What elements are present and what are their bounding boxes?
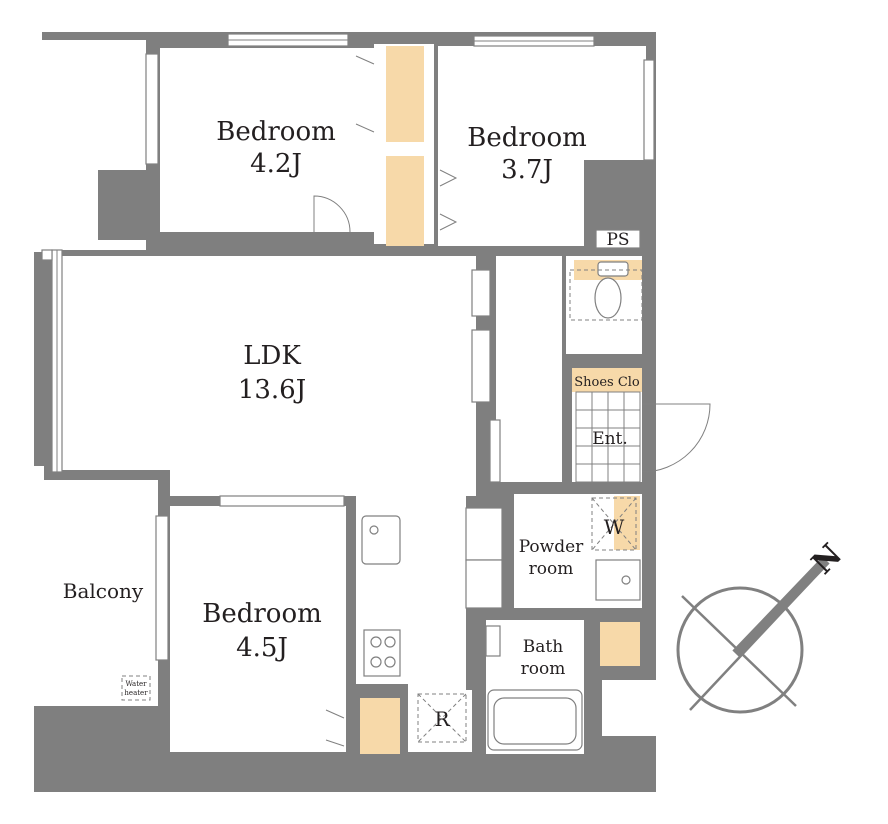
wall-block bbox=[34, 706, 170, 768]
wall-block bbox=[584, 736, 656, 792]
entrance-door-swing bbox=[641, 403, 711, 473]
ps-lower-area bbox=[602, 680, 656, 736]
bath-room-name-1: Bath bbox=[523, 637, 563, 657]
shower-fixture bbox=[485, 625, 501, 657]
bedroom-nw-area bbox=[160, 48, 374, 232]
closet bbox=[600, 622, 640, 666]
fridge-zone bbox=[417, 693, 467, 743]
window bbox=[643, 59, 655, 161]
water-heater bbox=[121, 675, 151, 701]
ldk-name: LDK bbox=[243, 341, 301, 371]
shoes-closet-label: Shoes Clo bbox=[574, 375, 640, 390]
storage bbox=[465, 507, 503, 561]
powder-sink bbox=[595, 559, 641, 601]
closet-door bbox=[325, 709, 345, 747]
door-swing bbox=[313, 195, 351, 233]
closet bbox=[360, 698, 400, 754]
partition bbox=[489, 419, 501, 483]
toilet-bowl bbox=[594, 277, 622, 319]
kitchen-sink bbox=[361, 515, 401, 565]
partition bbox=[471, 329, 491, 403]
compass bbox=[676, 556, 830, 714]
washer-label: W bbox=[604, 515, 625, 539]
storage bbox=[465, 559, 503, 609]
closet bbox=[386, 156, 424, 246]
window bbox=[219, 495, 345, 507]
entrance-tiles bbox=[575, 391, 641, 483]
toilet-tank bbox=[597, 261, 629, 277]
water-heater-label-1: Water bbox=[125, 680, 147, 688]
closet-door bbox=[439, 169, 458, 231]
balcony-area bbox=[44, 480, 158, 706]
balcony-name: Balcony bbox=[63, 579, 144, 603]
north-arrow bbox=[732, 556, 830, 658]
entrance-name: Ent. bbox=[592, 429, 628, 449]
bedroom-ne-window-area bbox=[610, 46, 646, 160]
closet-door bbox=[355, 55, 375, 133]
wall-block bbox=[98, 170, 160, 240]
window bbox=[145, 53, 159, 165]
window bbox=[155, 515, 169, 661]
water-heater-label-2: heater bbox=[124, 689, 148, 697]
ldk-size: 13.6J bbox=[238, 375, 306, 405]
bedroom-ne-name: Bedroom bbox=[467, 123, 587, 153]
stove bbox=[363, 629, 401, 677]
powder-room-name-1: Powder bbox=[519, 537, 584, 557]
ps-label: PS bbox=[606, 230, 629, 250]
fridge-label: R bbox=[434, 707, 450, 731]
bedroom-nw-name: Bedroom bbox=[216, 117, 336, 147]
bedroom-ne-size: 3.7J bbox=[501, 155, 553, 185]
balcony-edge bbox=[34, 466, 44, 706]
ps-box bbox=[595, 229, 641, 249]
powder-room-name-2: room bbox=[529, 559, 574, 579]
window bbox=[41, 249, 53, 261]
bedroom-ne-area bbox=[438, 46, 612, 246]
bedroom-nw-size: 4.2J bbox=[250, 149, 302, 179]
bath-room-name-2: room bbox=[521, 659, 566, 679]
bedroom-sw-name: Bedroom bbox=[202, 599, 322, 629]
balcony-north-edge bbox=[34, 32, 42, 252]
partition bbox=[471, 269, 491, 317]
hall-area bbox=[496, 256, 562, 482]
washer-zone bbox=[591, 497, 637, 551]
toilet-zone bbox=[569, 269, 643, 321]
ldk-area bbox=[58, 256, 476, 470]
bedroom-sw-area bbox=[170, 506, 346, 752]
bedroom-sw-size: 4.5J bbox=[236, 633, 288, 663]
shoes-closet bbox=[572, 368, 642, 392]
closet bbox=[386, 46, 424, 142]
